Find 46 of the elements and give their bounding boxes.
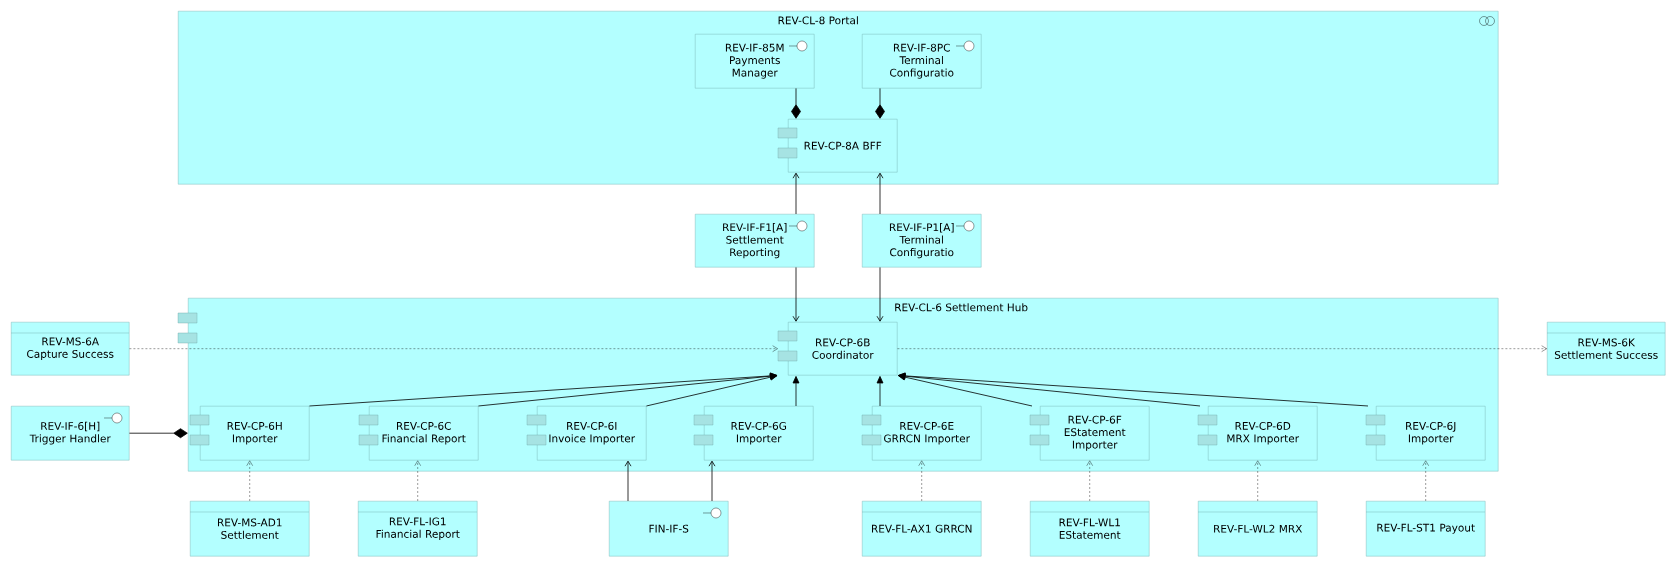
event-box: REV-MS-AD1 Settlement [189, 501, 310, 557]
interface-box: REV-IF-8PC Terminal Configuratio [862, 34, 982, 89]
event-box: REV-MS-6A Capture Success [10, 322, 130, 376]
component-box: REV-CP-6H Importer [200, 406, 310, 461]
component-box: REV-CP-6E GRRCN Importer [872, 406, 982, 461]
component-box: REV-CP-8A BFF [788, 119, 898, 173]
arrow [646, 373, 778, 407]
arrow [792, 172, 800, 215]
component-box: REV-CP-6D MRX Importer [1208, 406, 1318, 461]
arrow [708, 460, 716, 502]
interface-box: REV-IF-85M Payments Manager [695, 34, 815, 89]
event-box: REV-FL-AX1 GRRCN [861, 501, 982, 557]
arrow [876, 267, 884, 322]
component-box: REV-CP-6C Financial Report [369, 406, 479, 461]
arrow [129, 428, 188, 439]
arrow [875, 88, 885, 119]
event-box: REV-FL-WL2 MRX [1197, 501, 1318, 557]
arrow [792, 267, 800, 322]
event-box: REV-FL-ST1 Payout [1365, 501, 1486, 557]
arrow [624, 460, 632, 502]
arrow [414, 460, 421, 502]
event-box: REV-FL-IG1 Financial Report [357, 501, 478, 557]
arrow [876, 376, 884, 407]
component-box: REV-CP-6B Coordinator [788, 322, 898, 376]
interface-box: REV-IF-6[H] Trigger Handler [11, 406, 130, 461]
arrow [876, 172, 884, 215]
component-box: REV-CP-6G Importer [704, 406, 814, 461]
arrow [897, 345, 1547, 352]
arrow [918, 460, 925, 502]
arrow [1422, 460, 1429, 502]
event-box: REV-FL-WL1 EStatement [1029, 501, 1150, 557]
arrow [129, 345, 778, 352]
arrow [792, 376, 800, 407]
interface-box: REV-IF-F1[A] Settlement Reporting [695, 214, 815, 268]
arrow [1086, 460, 1093, 502]
component-box: REV-CP-6J Importer [1376, 406, 1486, 461]
arrow [478, 372, 778, 407]
interface-box: FIN-IF-S [609, 501, 729, 557]
component-box: REV-CP-6I Invoice Importer [537, 406, 647, 461]
interface-box: REV-IF-P1[A] Terminal Configuratio [862, 214, 982, 268]
event-box: REV-MS-6K Settlement Success [1546, 322, 1666, 376]
arrow [1254, 460, 1261, 502]
arrow [791, 88, 801, 119]
arrow [246, 460, 253, 502]
component-box: REV-CP-6F EStatement Importer [1040, 406, 1150, 461]
arrow [898, 372, 1369, 407]
